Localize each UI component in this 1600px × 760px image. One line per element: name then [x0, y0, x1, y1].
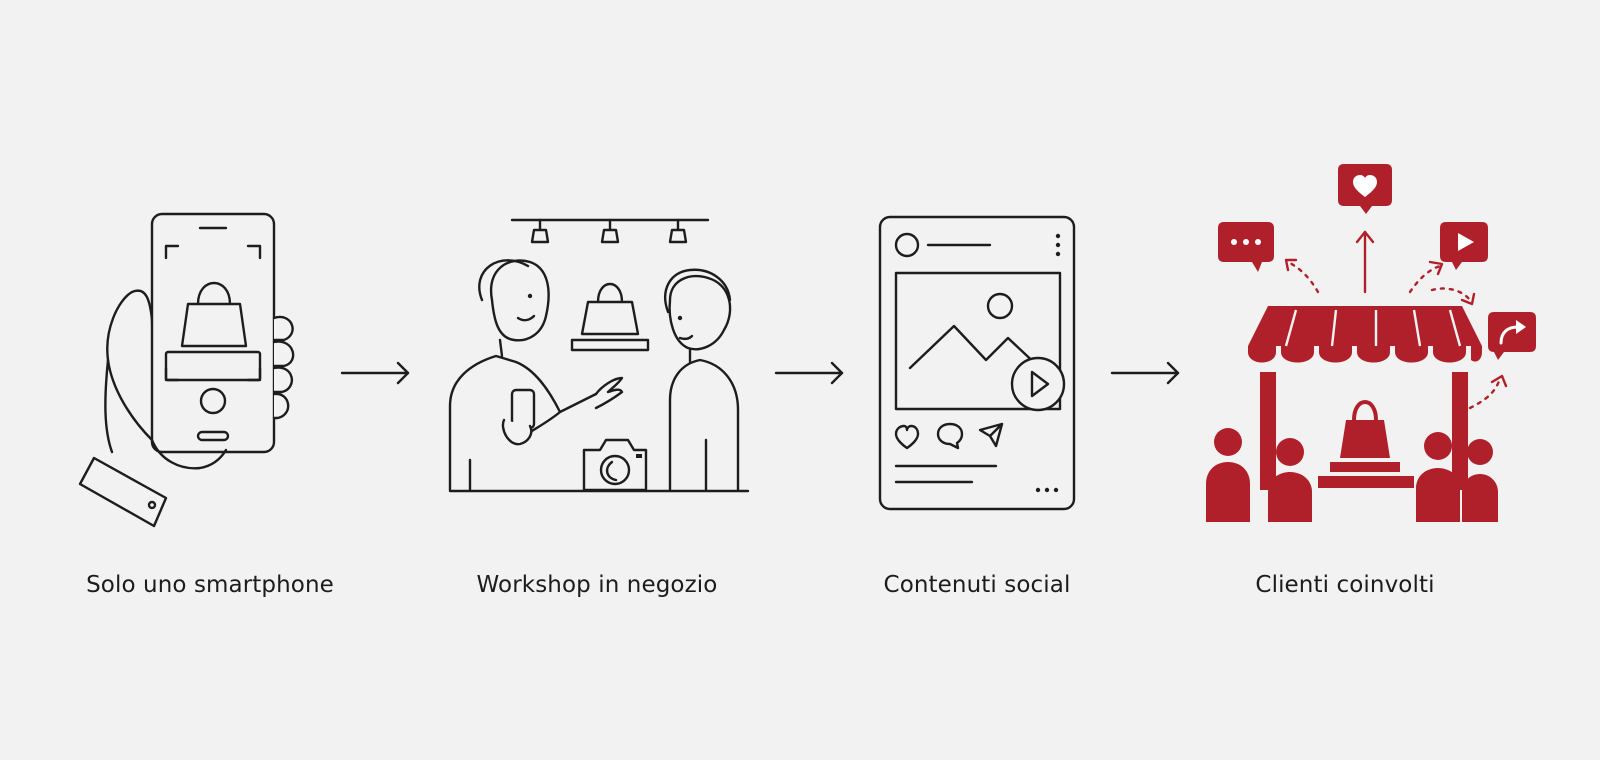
chat-bubble-icon: [1218, 222, 1274, 272]
step-label-workshop: Workshop in negozio: [476, 572, 718, 598]
heart-bubble-icon: [1338, 164, 1392, 214]
play-bubble-icon: [1440, 222, 1488, 270]
arrow-icon: [340, 361, 410, 385]
hand-smartphone-icon: [78, 212, 295, 528]
engaged-customers-store-icon: [1206, 164, 1536, 522]
arrow-icon: [1110, 361, 1180, 385]
social-post-icon: [878, 215, 1076, 511]
share-bubble-icon: [1488, 312, 1536, 360]
step-label-smartphone: Solo uno smartphone: [86, 572, 334, 598]
arrow-icon: [774, 361, 844, 385]
in-store-workshop-icon: [448, 218, 750, 493]
step-label-engaged-customers: Clienti coinvolti: [1255, 572, 1435, 598]
step-label-social-content: Contenuti social: [883, 572, 1071, 598]
